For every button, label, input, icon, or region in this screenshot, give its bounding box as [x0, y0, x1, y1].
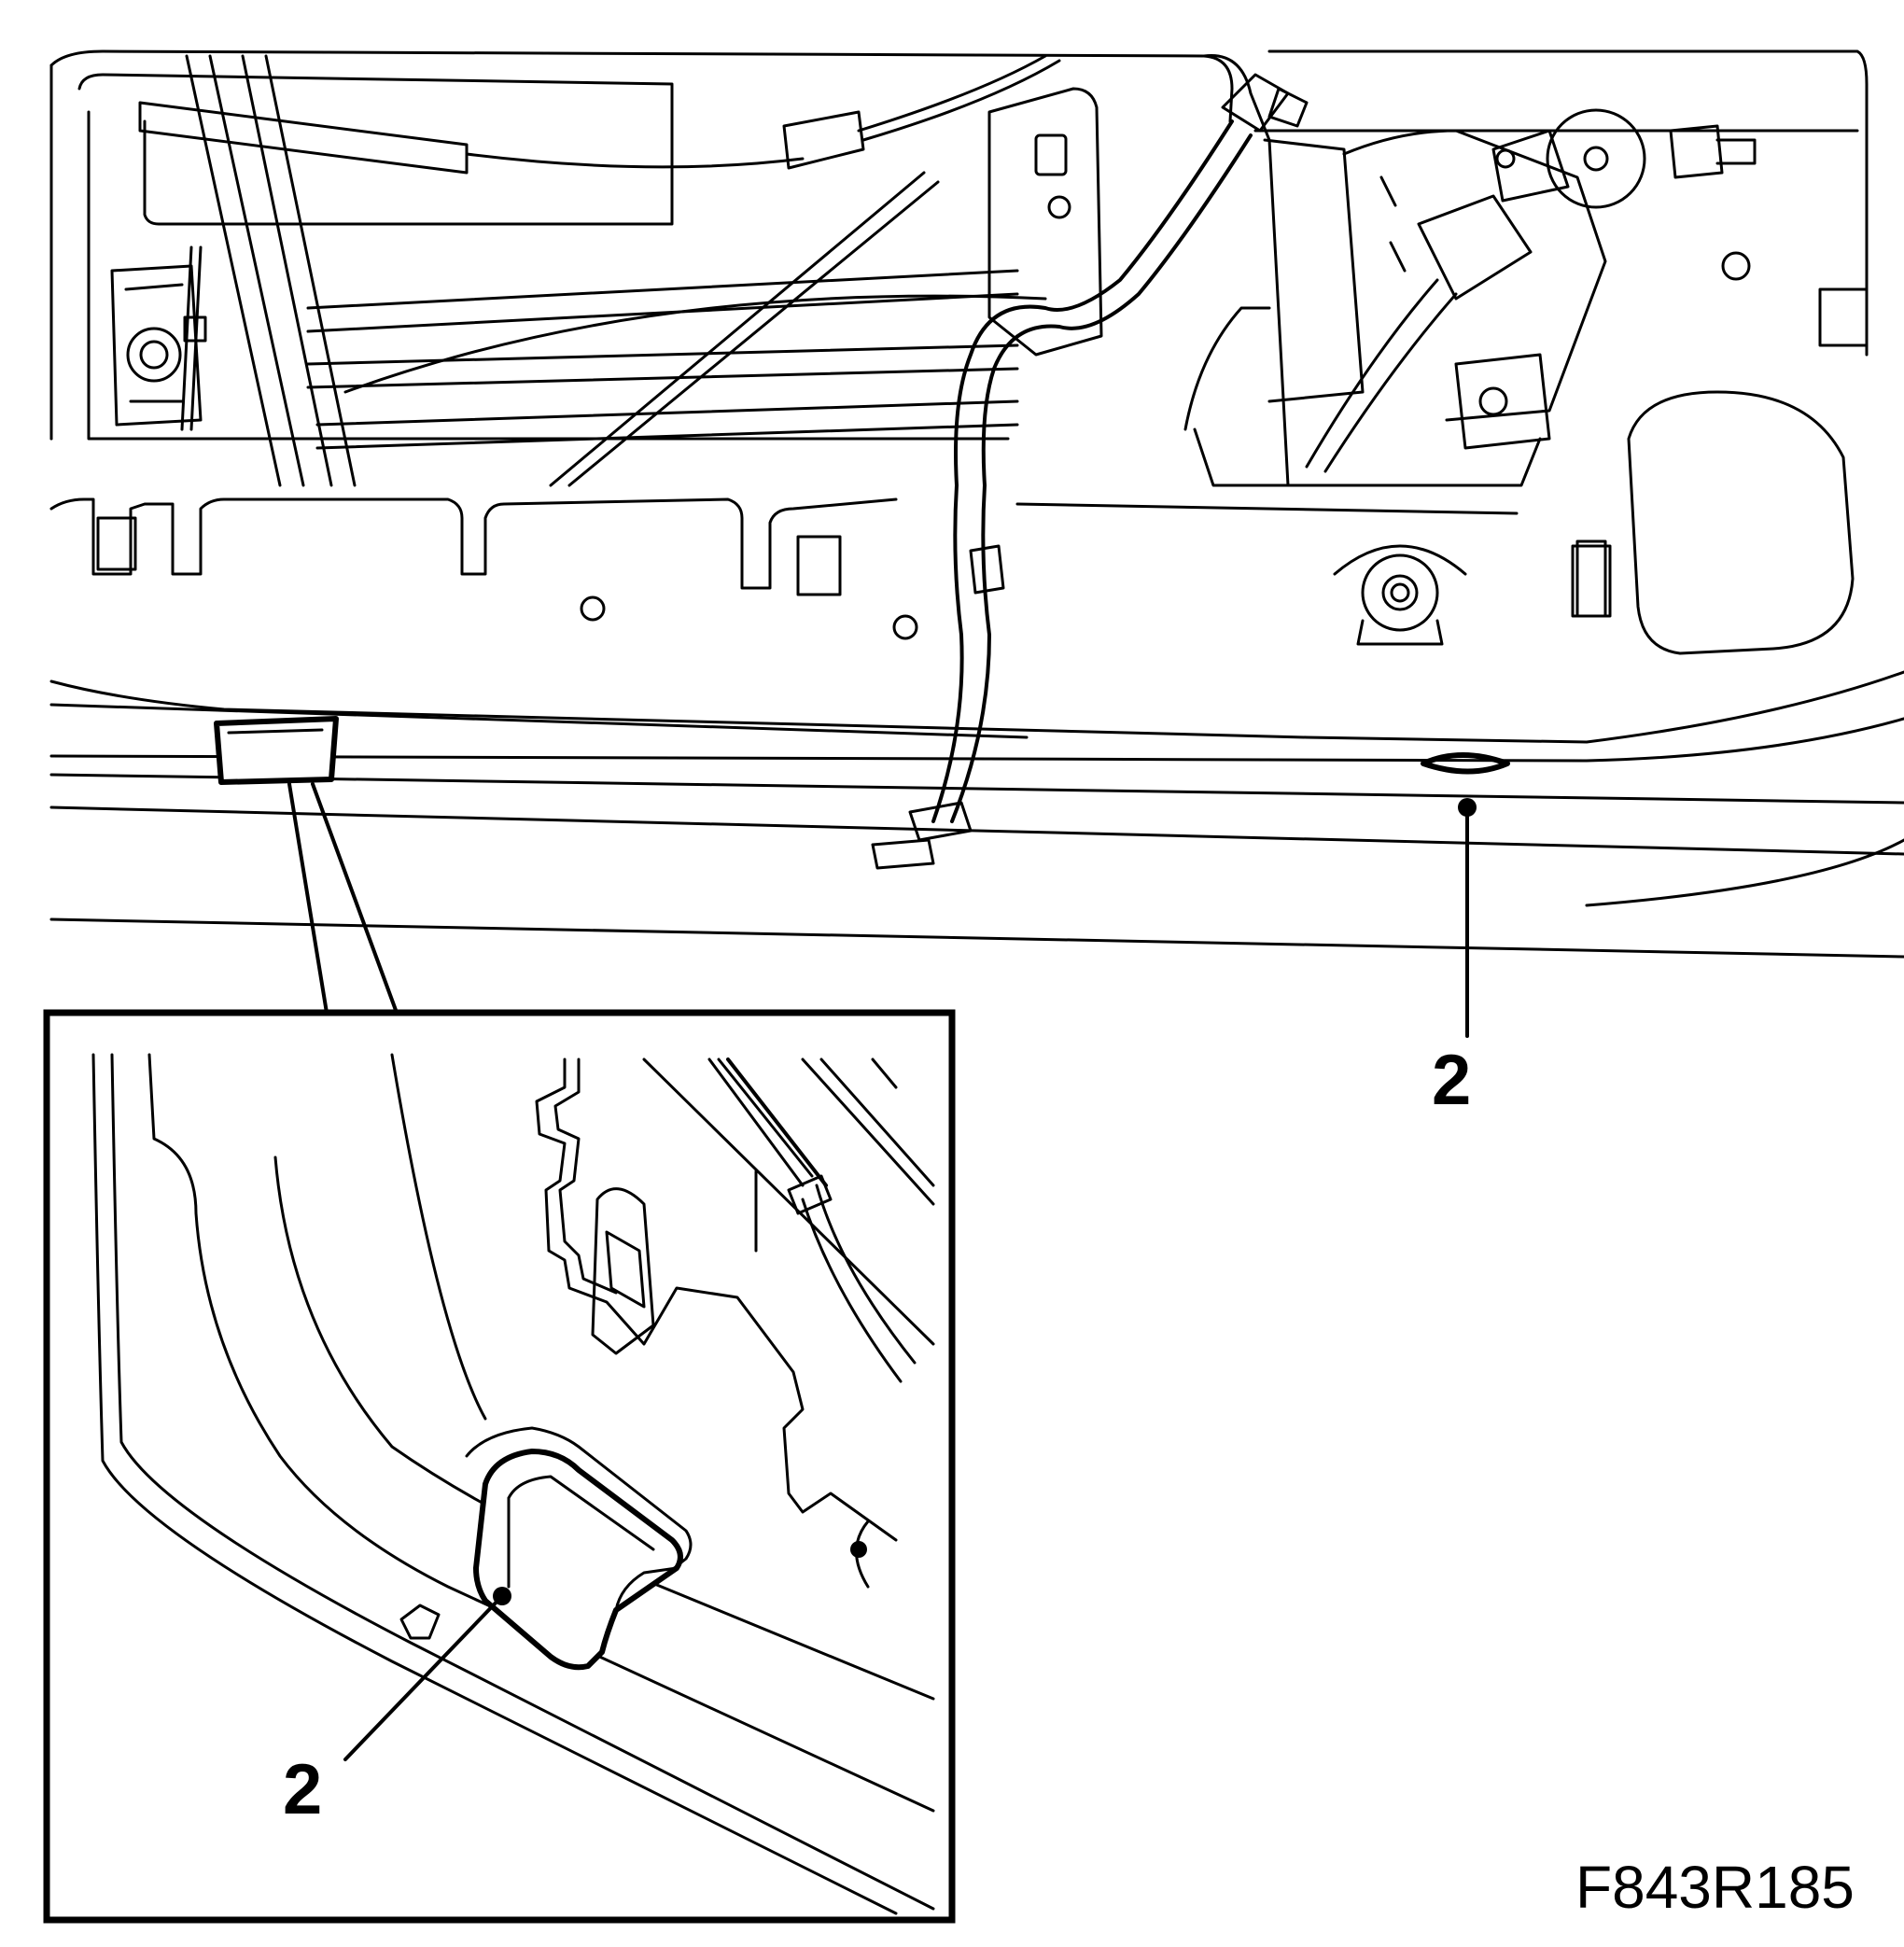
window-regulator-rails	[185, 54, 1047, 487]
leader-line-detail	[343, 1594, 504, 1761]
figure-code: F843R185	[1575, 1854, 1855, 1921]
cable-sleeves	[138, 54, 1061, 175]
panel-right	[1183, 287, 1869, 655]
lock-mechanism-right	[1263, 108, 1757, 473]
callout-label-main: 2	[1432, 1041, 1472, 1120]
door-upper-frame	[49, 49, 1869, 487]
detail-inset	[43, 1009, 956, 1924]
door-lower-panel	[49, 497, 1612, 646]
door-sill-lines	[49, 670, 1904, 959]
callout-label-detail: 2	[283, 1750, 323, 1829]
hinge-bracket-left	[110, 245, 207, 431]
center-bracket	[954, 73, 1309, 487]
wire-harness	[871, 483, 1005, 870]
leader-lines	[287, 782, 1477, 1038]
